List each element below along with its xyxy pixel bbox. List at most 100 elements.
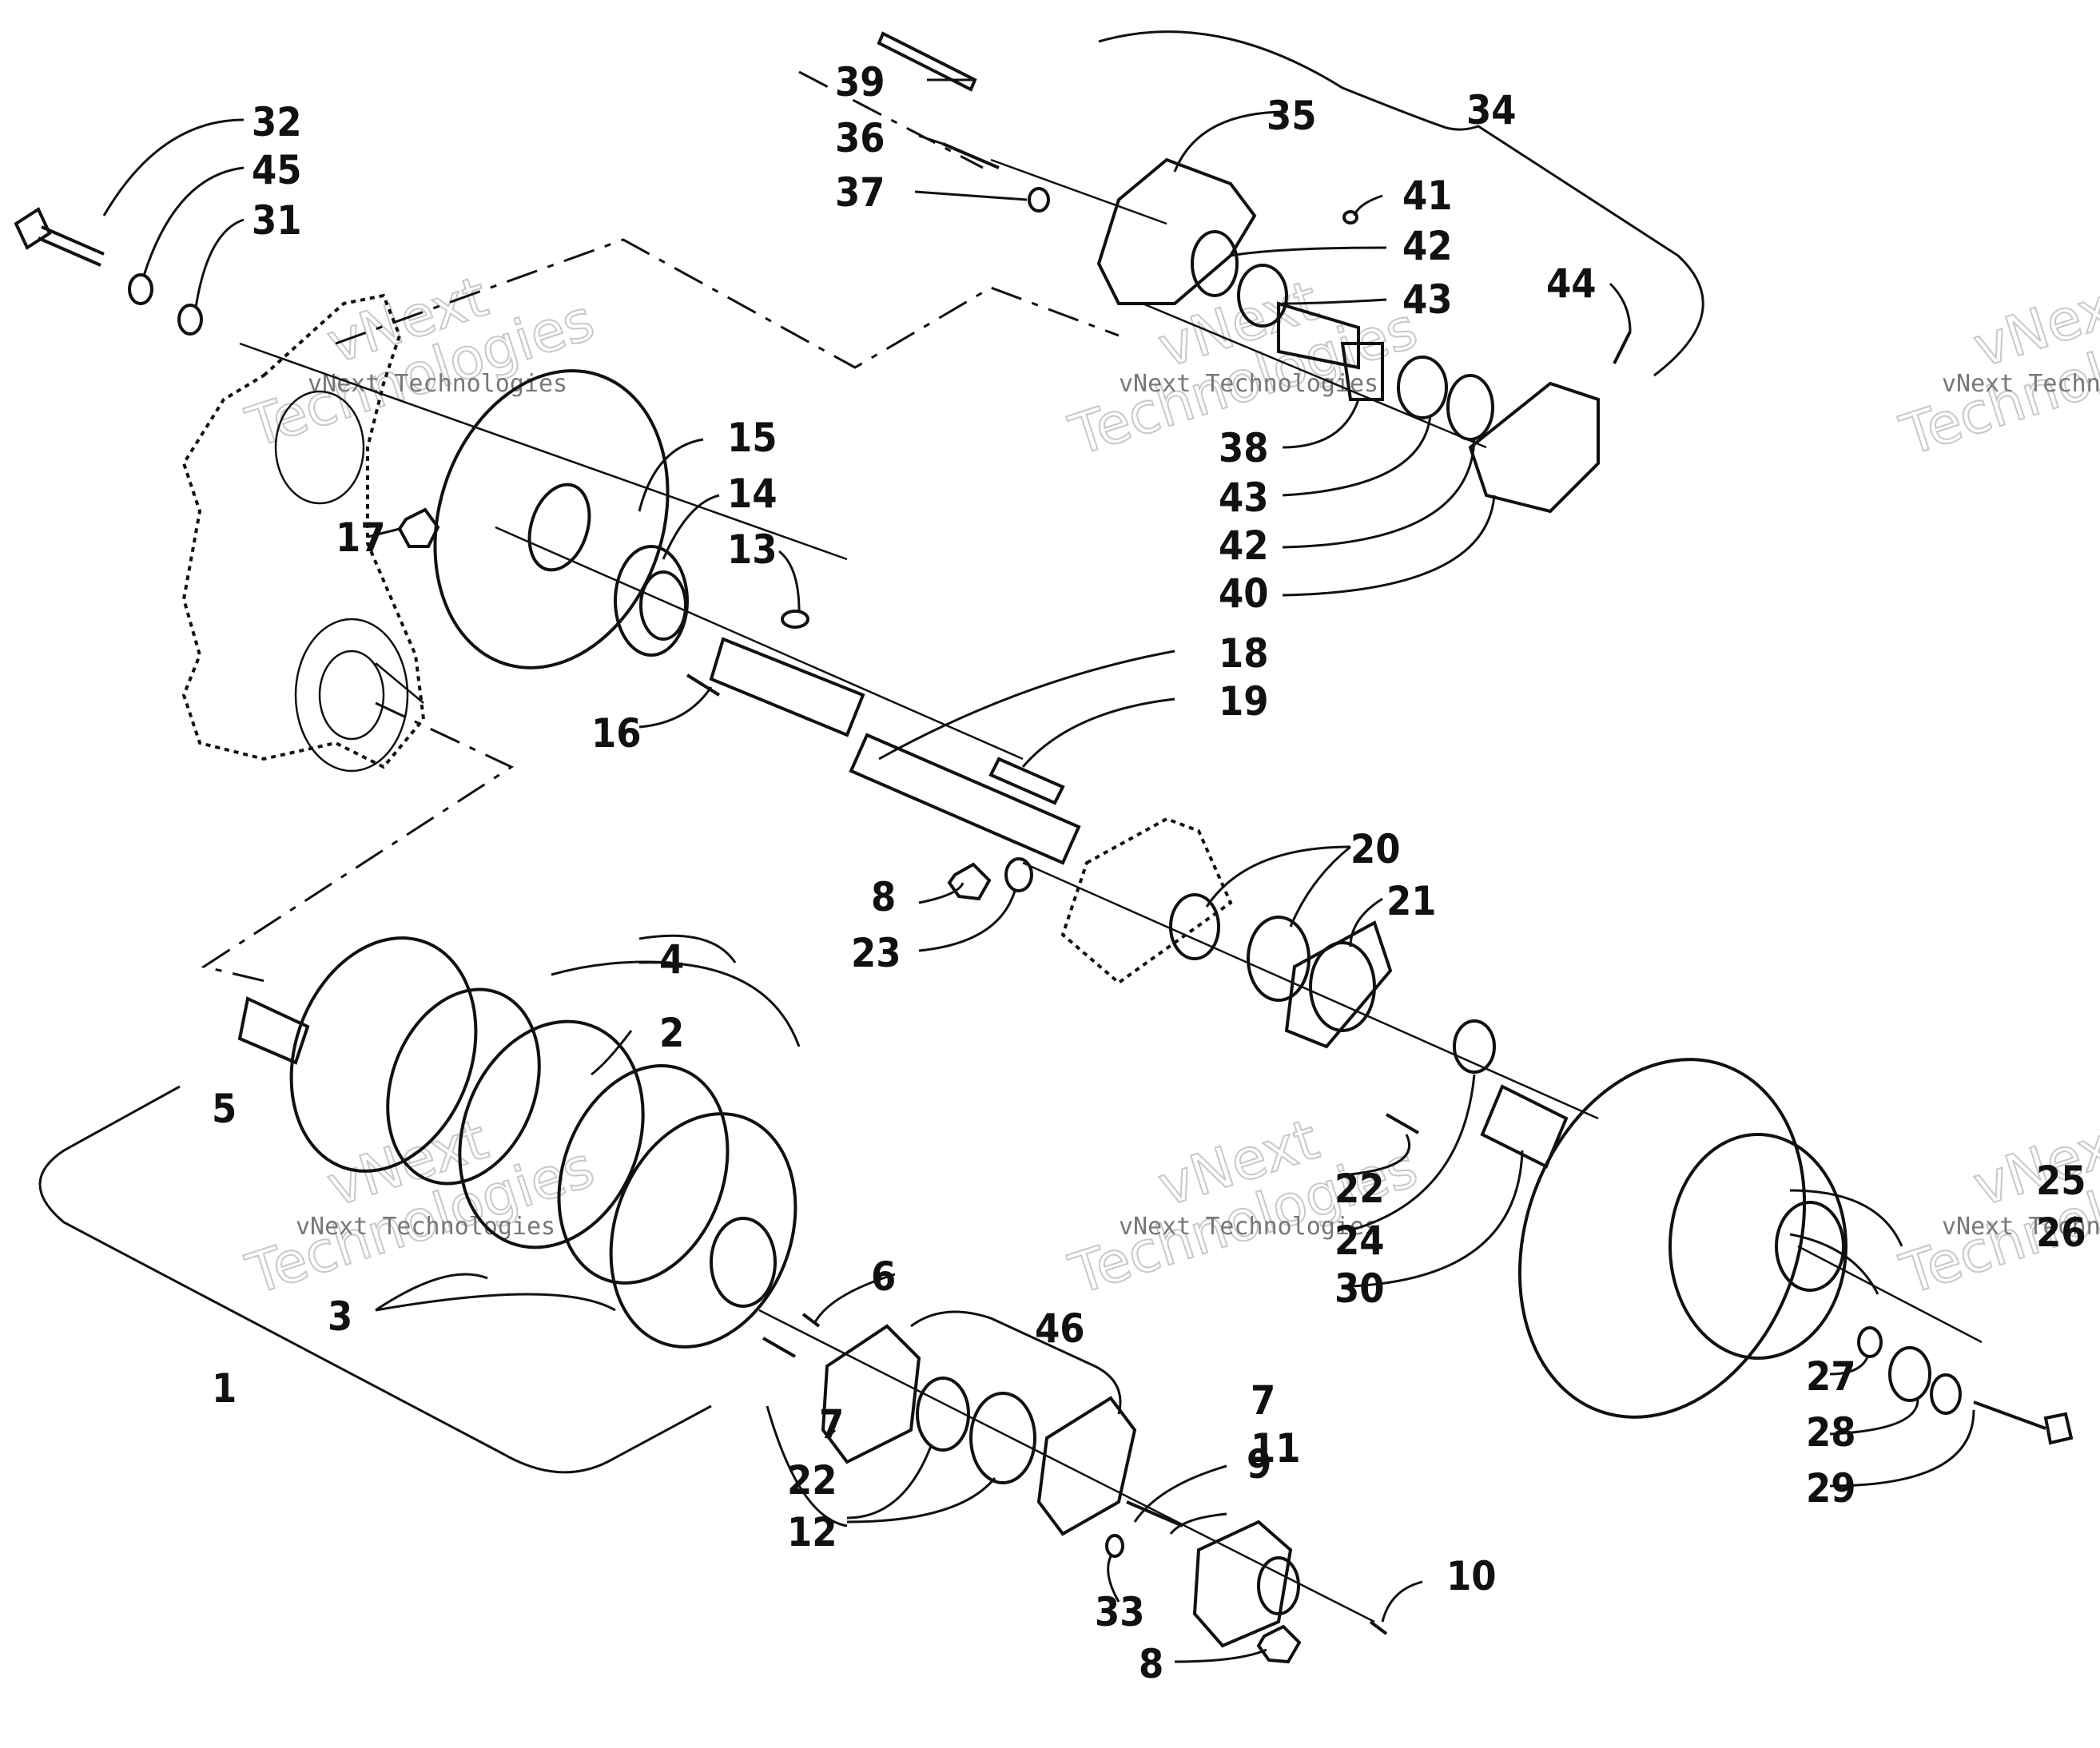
watermark-lower-left: vNext Technologies vNext Technologies — [238, 1106, 603, 1308]
label-32: 32 — [252, 99, 302, 145]
watermark-right: vNext Technologies vNext Technologies — [1892, 267, 2100, 469]
label-15: 15 — [727, 415, 778, 461]
svg-text:vNext Technologies: vNext Technologies — [296, 1213, 555, 1241]
label-19: 19 — [1219, 678, 1269, 725]
label-11: 11 — [1251, 1425, 1301, 1472]
bolt-29 — [1973, 1400, 2074, 1445]
bracket-34 — [1098, 30, 1704, 377]
bolt-36 — [942, 142, 1000, 169]
caliper-half-40 — [1468, 381, 1600, 514]
label-33: 33 — [1095, 1589, 1145, 1635]
washer-28 — [1888, 1346, 1931, 1402]
label-10: 10 — [1446, 1553, 1497, 1599]
label-26: 26 — [2036, 1210, 2086, 1256]
label-8a: 8 — [871, 874, 896, 920]
gearcase-housing — [181, 293, 426, 773]
label-44: 44 — [1546, 260, 1597, 307]
washer-45 — [128, 273, 153, 305]
nut-8-upper — [947, 862, 992, 901]
washer-28b — [1930, 1373, 1962, 1415]
label-7b: 7 — [1251, 1377, 1275, 1424]
label-43b: 43 — [1219, 475, 1269, 521]
washer-37 — [1028, 187, 1050, 213]
label-18: 18 — [1219, 630, 1269, 677]
bolt-6 — [801, 1313, 821, 1328]
part-number-labels: 1 2 3 4 5 6 7 7 8 8 9 10 11 12 13 14 15 … — [212, 59, 2086, 1687]
label-24: 24 — [1334, 1218, 1385, 1264]
label-40: 40 — [1219, 570, 1269, 617]
label-5: 5 — [212, 1086, 237, 1132]
label-9: 9 — [1247, 1441, 1271, 1488]
bearing-20a — [1169, 893, 1220, 960]
bracket-1 — [38, 1085, 712, 1474]
label-7a: 7 — [819, 1401, 844, 1448]
bearing-housing-9 — [1192, 1520, 1300, 1648]
label-17: 17 — [336, 514, 386, 561]
washer-23 — [1004, 857, 1033, 892]
label-21: 21 — [1386, 878, 1437, 924]
svg-text:vNext Technologies: vNext Technologies — [1942, 1213, 2100, 1241]
nut-17 — [397, 507, 440, 548]
label-22a: 22 — [1334, 1166, 1385, 1212]
label-3: 3 — [328, 1293, 352, 1340]
label-12: 12 — [787, 1509, 837, 1555]
label-38: 38 — [1219, 425, 1269, 471]
pin-39 — [877, 31, 977, 92]
bolt-32 — [14, 207, 105, 267]
shaft-18 — [709, 637, 1081, 865]
label-13: 13 — [727, 526, 778, 573]
bracket-46 — [910, 1310, 1122, 1415]
label-25: 25 — [2036, 1158, 2086, 1204]
bearing-plate-center — [1060, 816, 1233, 985]
bolt-11 — [1126, 1500, 1183, 1528]
svg-text:vNext Technologies: vNext Technologies — [1119, 370, 1378, 398]
seal-42-upper — [1191, 230, 1239, 297]
driven-clutch — [1517, 1058, 1847, 1419]
label-16: 16 — [591, 710, 642, 757]
bleeder-44 — [1613, 331, 1632, 364]
bolt-22-lower — [762, 1337, 796, 1358]
svg-text:vNext Technologies: vNext Technologies — [1119, 1213, 1378, 1241]
watermark-lower-right: vNext Technologies vNext Technologies — [1892, 1106, 2100, 1308]
label-45: 45 — [252, 147, 302, 193]
washer-24 — [1453, 1019, 1496, 1074]
piston-43-upper — [1237, 264, 1288, 328]
label-2: 2 — [659, 1010, 684, 1056]
label-35: 35 — [1267, 93, 1317, 139]
label-31: 31 — [252, 197, 302, 244]
hub-14 — [614, 545, 689, 657]
label-43a: 43 — [1402, 276, 1453, 323]
piston-43-lower — [1397, 356, 1448, 419]
label-14: 14 — [727, 471, 778, 517]
key-13 — [781, 610, 809, 629]
svg-text:vNext Technologies: vNext Technologies — [1942, 370, 2100, 398]
bolt-16 — [686, 673, 721, 697]
label-29: 29 — [1806, 1465, 1856, 1512]
drive-assembly — [237, 936, 797, 1349]
bearing-plate-7b — [1036, 1396, 1137, 1536]
nut-8-lower — [1256, 1624, 1302, 1664]
grease-fitting-10 — [1369, 1620, 1388, 1635]
label-6: 6 — [871, 1253, 896, 1300]
label-37: 37 — [835, 169, 885, 216]
label-30: 30 — [1334, 1265, 1385, 1312]
bearing-12a — [916, 1377, 970, 1452]
label-23: 23 — [851, 930, 901, 976]
bearing-plate-7 — [821, 1324, 921, 1464]
label-4: 4 — [659, 936, 684, 983]
key-19 — [988, 757, 1065, 805]
label-39: 39 — [835, 59, 885, 105]
bearing-20b — [1247, 916, 1311, 1002]
label-27: 27 — [1806, 1353, 1856, 1400]
clip-41 — [1342, 210, 1358, 224]
leader-lines — [102, 78, 1975, 1663]
bolt-22-upper — [1386, 1113, 1419, 1134]
label-20: 20 — [1350, 826, 1401, 872]
label-8b: 8 — [1139, 1641, 1163, 1687]
label-42b: 42 — [1219, 522, 1269, 569]
label-34: 34 — [1466, 87, 1517, 133]
label-1: 1 — [212, 1365, 237, 1412]
brake-disc-15 — [433, 369, 670, 669]
bearing-12b — [969, 1392, 1036, 1484]
